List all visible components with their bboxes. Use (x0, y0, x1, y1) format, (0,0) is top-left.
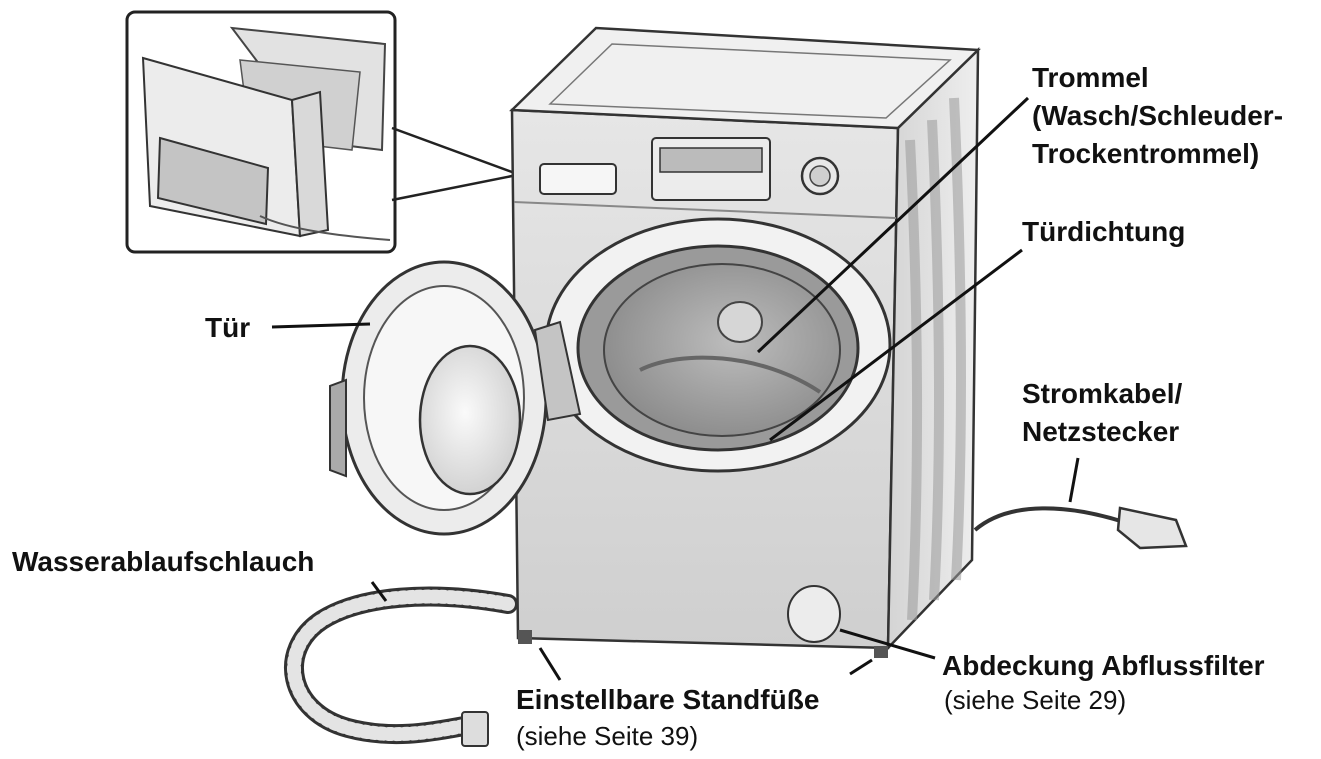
label-stromkabel-line2: Netzstecker (1022, 416, 1180, 447)
label-standfuesse-note: (siehe Seite 39) (516, 721, 699, 751)
label-standfuesse: Einstellbare Standfüße (516, 684, 820, 715)
label-tuer: Tür (205, 312, 251, 343)
label-tuerdichtung: Türdichtung (1022, 216, 1186, 247)
stromkabel-leader (1068, 457, 1080, 503)
tuerdichtung-leader (769, 248, 1023, 442)
label-wasserablaufschlauch: Wasserablaufschlauch (12, 546, 315, 577)
detergent-drawer-inset (125, 10, 397, 254)
schlauch-leader (370, 581, 388, 602)
label-trommel-line3: Trockentrommel) (1032, 138, 1260, 169)
drain-hose (284, 586, 518, 747)
label-stromkabel-line1: Stromkabel/ (1022, 378, 1183, 409)
open-door (329, 260, 582, 536)
fuesse-leader-right (849, 658, 873, 676)
tuer-leader (271, 322, 371, 329)
label-trommel-line2: (Wasch/Schleuder- (1032, 100, 1284, 131)
trommel-leader (756, 96, 1030, 354)
filter-leader (839, 628, 936, 660)
power-cable (973, 506, 1188, 550)
label-abdeckung-abflussfilter: Abdeckung Abflussfilter (942, 650, 1265, 681)
leader-lines (271, 96, 1080, 681)
drum-and-door-seal (544, 217, 892, 473)
label-trommel-line1: Trommel (1032, 62, 1149, 93)
label-abflussfilter-note: (siehe Seite 29) (944, 685, 1127, 715)
fuesse-leader (538, 647, 562, 681)
inset-pointer-bottom (391, 174, 513, 202)
inset-pointer-top (391, 126, 513, 174)
